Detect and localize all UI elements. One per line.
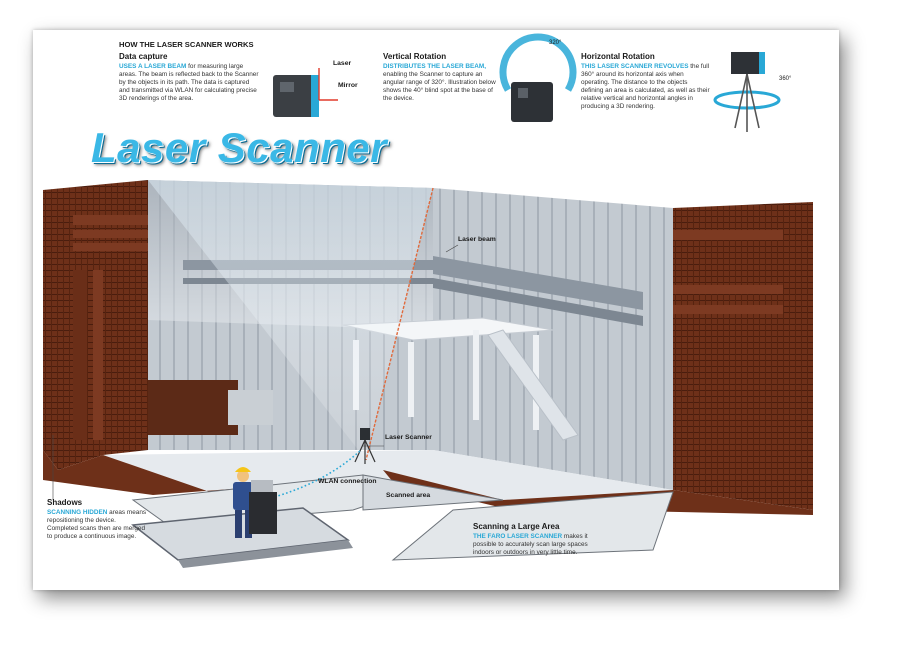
label-wlan-connection: WLAN connection <box>318 478 377 485</box>
vertical-rotation-illustration <box>499 33 577 122</box>
angle-360-label: 360° <box>779 76 792 82</box>
large-area-title: Scanning a Large Area <box>473 522 560 531</box>
label-scanned-area: Scanned area <box>386 492 431 499</box>
label-mirror: Mirror <box>338 82 358 89</box>
shadows-title: Shadows <box>47 498 83 507</box>
laser-beam-sweep <box>148 180 433 460</box>
label-laser-scanner: Laser Scanner <box>385 434 432 441</box>
back-wall-right <box>433 188 673 490</box>
section-title: HOW THE LASER SCANNER WORKS <box>119 40 254 49</box>
pipe <box>433 256 643 310</box>
worker-figure <box>233 467 277 538</box>
shadow-area-right <box>383 470 813 515</box>
staircase <box>487 329 579 441</box>
large-area-text: THE FARO LASER SCANNER makes it possible… <box>473 533 588 556</box>
vertical-rotation-title: Vertical Rotation <box>383 52 447 61</box>
infographic-card: HOW THE LASER SCANNER WORKS Data capture… <box>33 30 839 590</box>
label-laser-beam: Laser beam <box>458 236 496 243</box>
pipe <box>433 278 643 326</box>
floor-tile <box>391 491 674 561</box>
shadows-text: SCANNING HIDDEN areas means repositionin… <box>47 509 147 540</box>
machine <box>148 380 238 435</box>
brick-wall-right <box>673 202 813 510</box>
data-capture-title: Data capture <box>119 52 168 61</box>
laser-scanner-device <box>354 428 376 464</box>
main-title: Laser Scanner <box>91 124 387 171</box>
floor-tile <box>362 474 504 511</box>
data-capture-device-illustration <box>273 68 338 117</box>
label-laser: Laser <box>333 60 352 67</box>
angle-320-label: 320° <box>549 40 562 46</box>
laser-beam-line <box>365 187 434 461</box>
horizontal-rotation-text: THIS LASER SCANNER REVOLVES the full 360… <box>581 63 710 110</box>
warehouse-illustration <box>43 33 813 568</box>
vertical-rotation-text: DISTRIBUTES THE LASER BEAM, enabling the… <box>383 63 496 102</box>
horizontal-rotation-title: Horizontal Rotation <box>581 52 655 61</box>
data-capture-text: USES A LASER BEAM for measuring large ar… <box>119 63 259 102</box>
horizontal-rotation-illustration <box>713 52 781 132</box>
